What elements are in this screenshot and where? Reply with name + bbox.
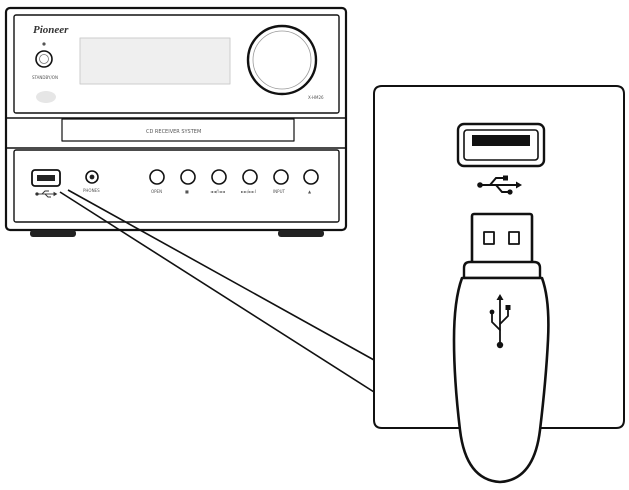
drive-connector-hole-right xyxy=(508,231,520,245)
brand-logo: Pioneer xyxy=(33,24,69,36)
drive-collar xyxy=(462,260,542,280)
lower-panel xyxy=(13,149,340,223)
power-label: STANDBY/ON xyxy=(32,75,58,80)
phones-label: PHONES xyxy=(83,188,100,193)
unit-foot-left xyxy=(30,230,76,237)
usb-port-icon xyxy=(456,122,546,168)
callout-line-lower xyxy=(59,191,375,393)
front-button-6 xyxy=(303,169,319,185)
front-button-2 xyxy=(180,169,196,185)
disc-slot xyxy=(61,118,295,142)
drive-usb-symbol-icon xyxy=(489,294,511,349)
button-label-2: ■ xyxy=(185,189,189,194)
sensor-window xyxy=(36,91,56,103)
usb-trident-icon xyxy=(477,175,522,195)
callout-line-upper xyxy=(67,189,375,361)
volume-knob-rim xyxy=(252,30,312,90)
button-label-4: ►►/►►I xyxy=(241,189,256,194)
callout-lines xyxy=(59,189,375,393)
front-button-1 xyxy=(149,169,165,185)
drive-body xyxy=(452,276,550,484)
button-label-6: ▲ xyxy=(308,189,312,194)
display-window xyxy=(79,37,231,85)
power-button xyxy=(35,50,53,68)
unit-foot-right xyxy=(278,230,324,237)
front-button-3 xyxy=(211,169,227,185)
unit-usb-port xyxy=(31,169,61,187)
drive-connector xyxy=(470,212,534,268)
unit-usb-port-slot xyxy=(37,175,55,181)
power-indicator xyxy=(42,42,46,46)
button-label-1: OPEN xyxy=(151,189,162,194)
button-label-3: ◄◄/I◄◄ xyxy=(210,189,226,194)
drive-connector-hole-left xyxy=(483,231,495,245)
front-button-5 xyxy=(273,169,289,185)
stereo-unit xyxy=(4,6,348,237)
volume-knob xyxy=(246,24,318,96)
upper-panel xyxy=(13,14,340,114)
usb-flash-drive-icon xyxy=(452,212,550,484)
front-button-4 xyxy=(242,169,258,185)
phones-jack xyxy=(85,170,99,184)
phones-jack-hole xyxy=(89,174,95,180)
panel-strip-label: CD RECEIVER SYSTEM xyxy=(146,129,201,135)
unit-usb-symbol-icon xyxy=(35,190,58,198)
power-button-inner xyxy=(39,54,49,64)
model-label: X-HM26 xyxy=(308,95,324,100)
button-label-5: INPUT xyxy=(273,189,286,194)
